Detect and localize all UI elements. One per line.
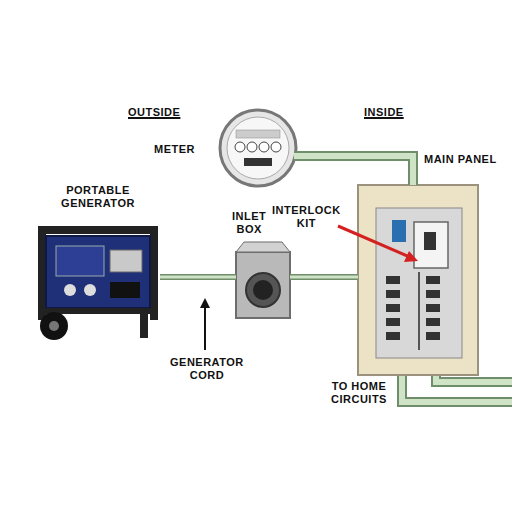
interlock-pointer bbox=[338, 226, 418, 262]
wire bbox=[160, 277, 236, 278]
inlet-box-node: INLET BOX bbox=[236, 242, 290, 318]
callout-label: INTERLOCK KIT bbox=[272, 204, 341, 229]
node-label: MAIN PANEL bbox=[424, 153, 497, 166]
meter-node: METER bbox=[220, 110, 296, 186]
generator-drawing bbox=[38, 226, 158, 340]
cord-pointer bbox=[200, 298, 210, 350]
meter-drawing bbox=[220, 110, 296, 186]
node-label: METER bbox=[154, 143, 195, 156]
node-label: INLET BOX bbox=[232, 210, 266, 235]
callout-label: GENERATOR CORD bbox=[170, 356, 244, 381]
generator-node: PORTABLE GENERATOR bbox=[36, 226, 160, 340]
node-label: PORTABLE GENERATOR bbox=[44, 184, 152, 209]
main-panel-drawing bbox=[358, 185, 478, 375]
region-label: INSIDE bbox=[364, 106, 404, 119]
callout-label: TO HOME CIRCUITS bbox=[326, 380, 392, 405]
wire bbox=[290, 277, 358, 278]
inlet-box-drawing bbox=[236, 242, 290, 318]
wire bbox=[294, 156, 413, 185]
home-circuit-pipes bbox=[402, 375, 512, 402]
main-panel-node: MAIN PANEL bbox=[358, 185, 478, 375]
region-label: OUTSIDE bbox=[128, 106, 180, 119]
